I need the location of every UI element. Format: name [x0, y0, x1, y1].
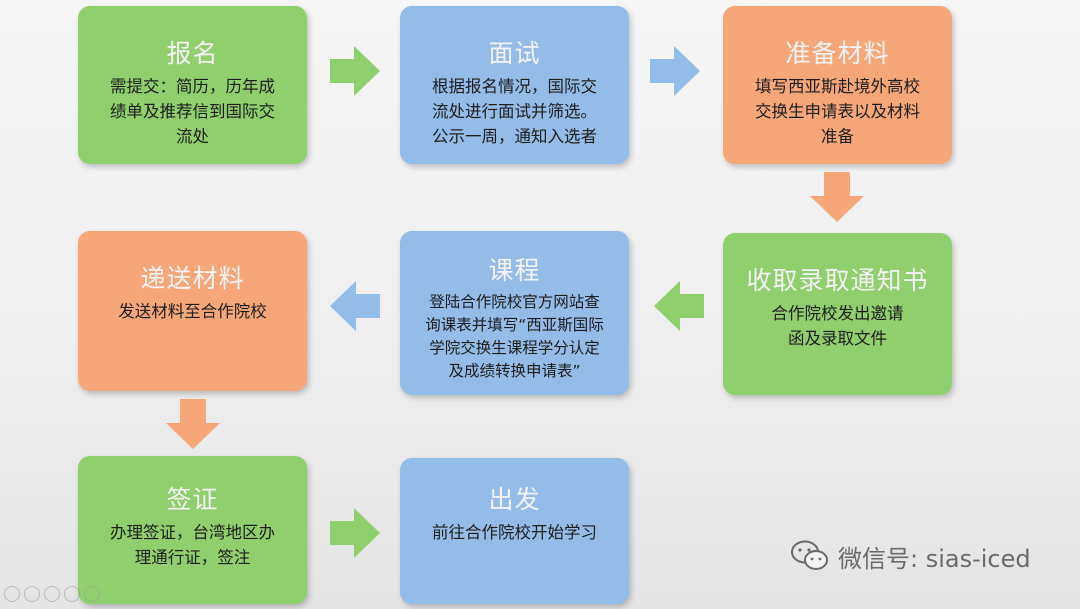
watermark-text: 微信号: sias-iced: [838, 544, 1031, 573]
step-admission-line: 函及录取文件: [788, 329, 887, 348]
step-admission-line: 合作院校发出邀请: [771, 304, 904, 323]
step-interview-line: 公示一周，通知入选者: [432, 127, 597, 146]
arrow-down-icon: [810, 172, 864, 222]
step-course-box: 课程 登陆合作院校官方网站查 询课表并填写“西亚斯国际 学院交换生课程学分认定 …: [400, 231, 629, 395]
step-visa-line: 办理签证，台湾地区办: [110, 523, 275, 542]
step-interview-box: 面试 根据报名情况，国际交 流处进行面试并筛选。 公示一周，通知入选者: [400, 6, 629, 164]
step-depart-desc: 前往合作院校开始学习: [410, 520, 619, 545]
pen-icon[interactable]: [24, 586, 40, 602]
step-apply-line: 需提交：简历，历年成: [110, 77, 275, 96]
step-admission-title: 收取录取通知书: [746, 266, 929, 295]
arrow-left-icon: [330, 281, 380, 331]
menu-icon[interactable]: [64, 586, 80, 602]
step-visa-desc: 办理签证，台湾地区办 理通行证，签注: [88, 520, 297, 570]
next-icon[interactable]: [84, 586, 100, 602]
step-prepare-line: 交换生申请表以及材料: [755, 102, 920, 121]
step-depart-box: 出发 前往合作院校开始学习: [400, 458, 629, 604]
step-apply-line: 绩单及推荐信到国际交: [110, 102, 275, 121]
step-admission-desc: 合作院校发出邀请 函及录取文件: [733, 301, 942, 351]
step-depart-title: 出发: [488, 485, 541, 514]
step-send-box: 递送材料 发送材料至合作院校: [78, 231, 307, 391]
step-prepare-desc: 填写西亚斯赴境外高校 交换生申请表以及材料 准备: [733, 74, 942, 149]
arrow-right-icon: [330, 46, 380, 96]
step-apply-title: 报名: [166, 39, 219, 68]
step-interview-line: 流处进行面试并筛选。: [432, 102, 597, 121]
step-prepare-line: 准备: [821, 127, 854, 146]
step-course-line: 及成绩转换申请表”: [448, 362, 581, 380]
step-admission-box: 收取录取通知书 合作院校发出邀请 函及录取文件: [723, 233, 952, 395]
step-visa-title: 签证: [166, 485, 219, 514]
arrow-right-icon: [330, 508, 380, 558]
step-prepare-title: 准备材料: [785, 39, 890, 68]
wechat-watermark: 微信号: sias-iced: [790, 536, 1031, 576]
step-apply-box: 报名 需提交：简历，历年成 绩单及推荐信到国际交 流处: [78, 6, 307, 164]
step-visa-line: 理通行证，签注: [134, 548, 251, 567]
arrow-left-icon: [654, 281, 704, 331]
step-course-line: 询课表并填写“西亚斯国际: [425, 316, 604, 334]
zoom-icon[interactable]: [44, 586, 60, 602]
arrow-right-icon: [650, 46, 700, 96]
step-course-desc: 登陆合作院校官方网站查 询课表并填写“西亚斯国际 学院交换生课程学分认定 及成绩…: [406, 291, 623, 383]
step-interview-desc: 根据报名情况，国际交 流处进行面试并筛选。 公示一周，通知入选者: [410, 74, 619, 149]
step-prepare-box: 准备材料 填写西亚斯赴境外高校 交换生申请表以及材料 准备: [723, 6, 952, 164]
step-send-desc: 发送材料至合作院校: [88, 299, 297, 324]
step-interview-title: 面试: [488, 39, 541, 68]
step-prepare-line: 填写西亚斯赴境外高校: [755, 77, 920, 96]
step-course-line: 登陆合作院校官方网站查: [429, 293, 600, 311]
arrow-down-icon: [166, 399, 220, 449]
slide-toolbar: [4, 586, 100, 602]
step-send-line: 发送材料至合作院校: [118, 302, 267, 321]
step-interview-line: 根据报名情况，国际交: [432, 77, 597, 96]
prev-icon[interactable]: [4, 586, 20, 602]
step-apply-desc: 需提交：简历，历年成 绩单及推荐信到国际交 流处: [88, 74, 297, 149]
step-visa-box: 签证 办理签证，台湾地区办 理通行证，签注: [78, 456, 307, 604]
wechat-icon: [791, 540, 828, 570]
step-course-line: 学院交换生课程学分认定: [429, 339, 600, 357]
step-send-title: 递送材料: [140, 264, 245, 293]
step-course-title: 课程: [488, 256, 541, 285]
step-depart-line: 前往合作院校开始学习: [432, 523, 597, 542]
step-apply-line: 流处: [176, 127, 209, 146]
